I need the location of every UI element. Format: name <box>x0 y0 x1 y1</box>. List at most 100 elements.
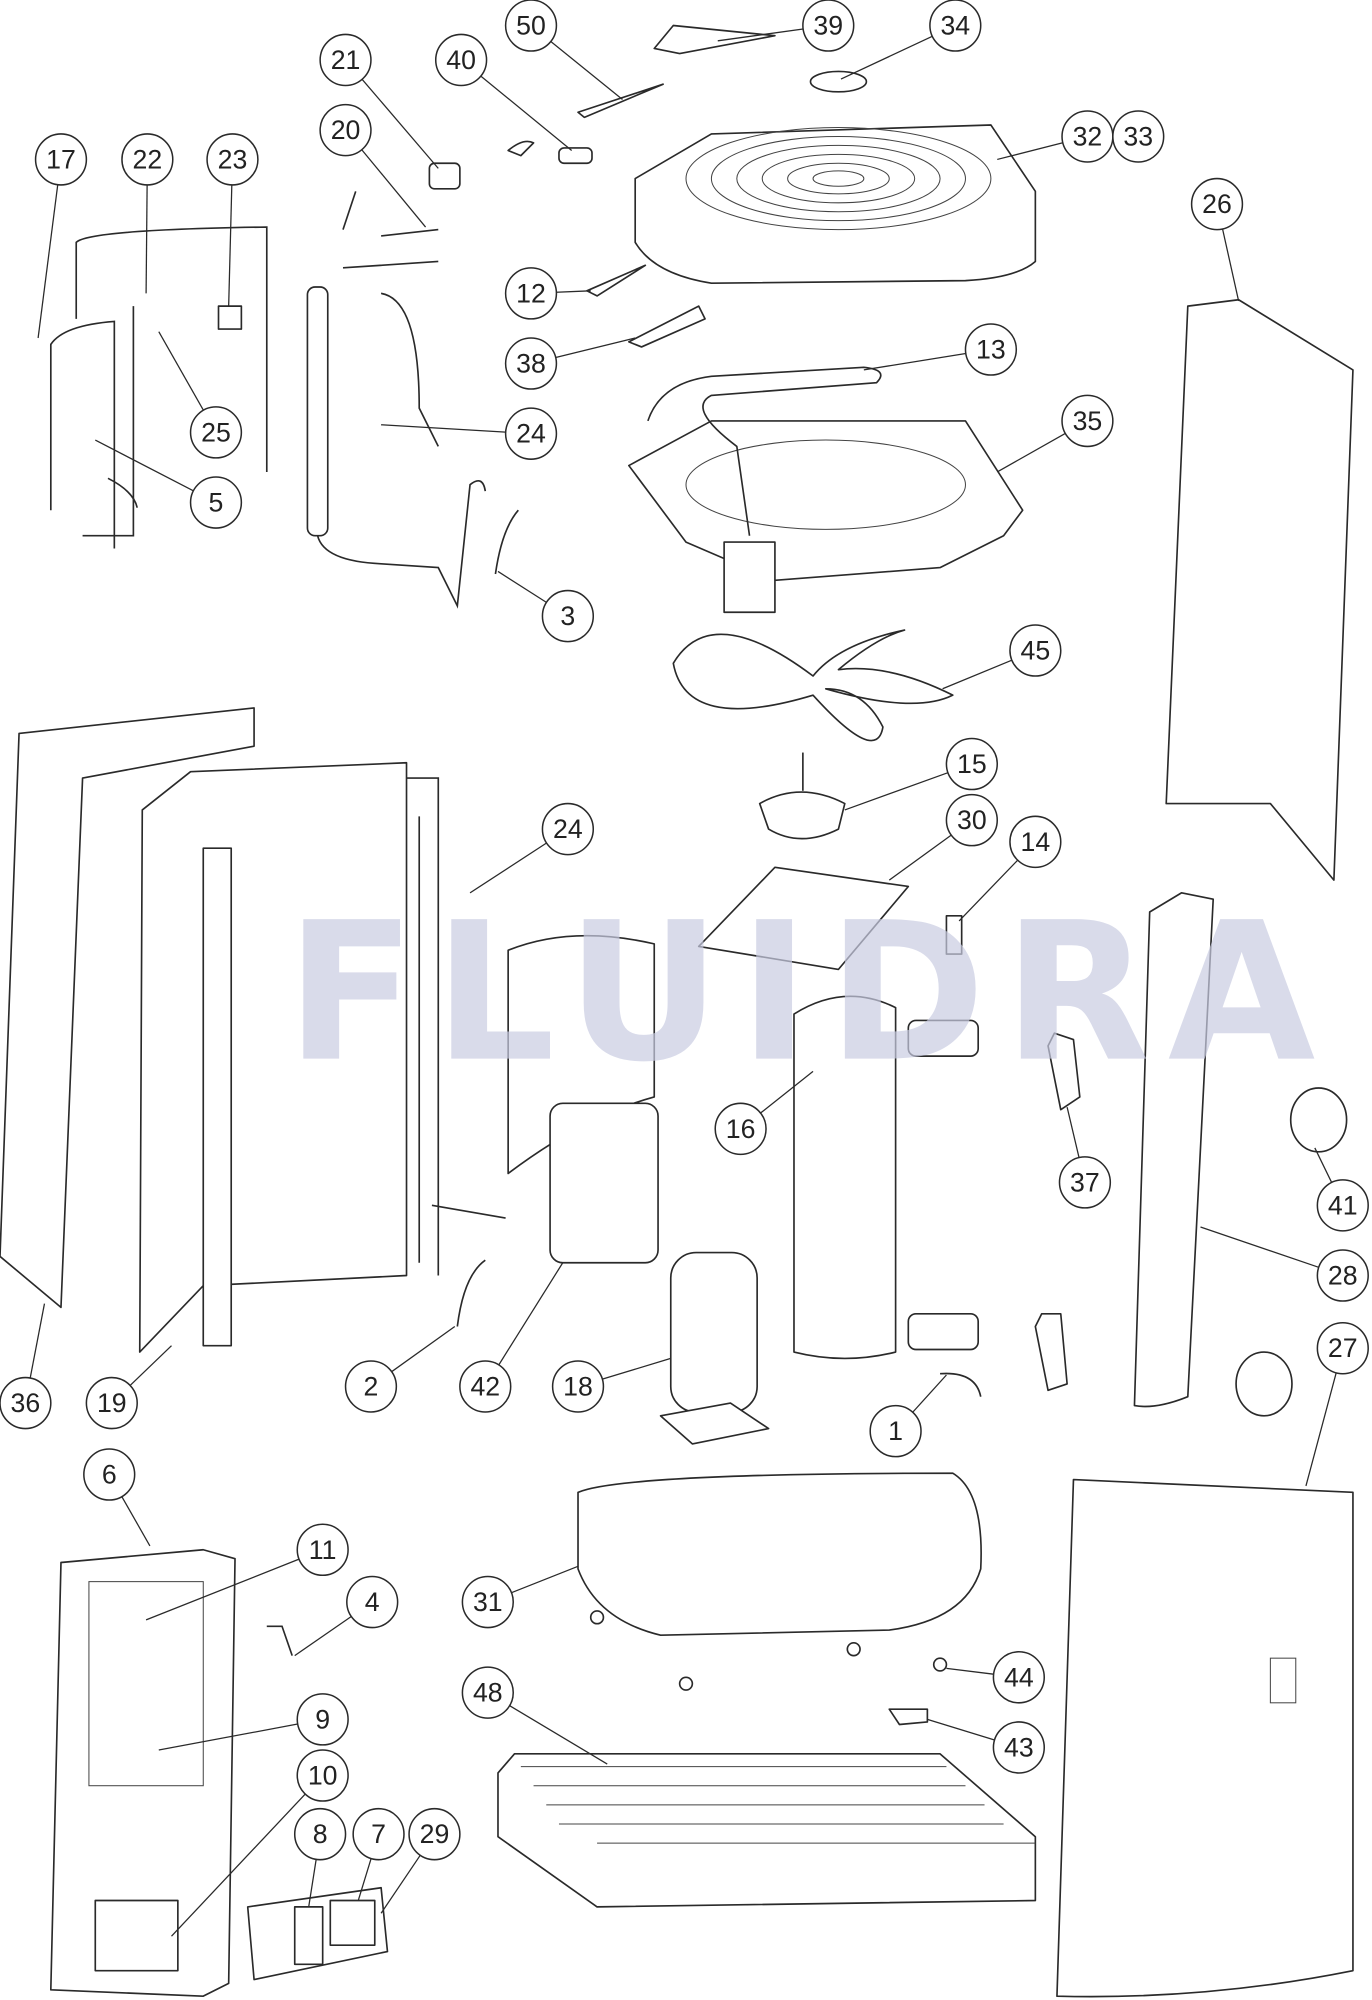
insulation-42 <box>549 1102 659 1264</box>
front-panel-27 <box>1056 1478 1354 1998</box>
callout-number: 20 <box>331 115 361 145</box>
callout-circle <box>504 0 558 52</box>
pcb-11 <box>88 1581 204 1787</box>
pipe-assembly-20 <box>316 293 487 609</box>
sensor-14 <box>945 914 963 955</box>
callout-41: 41 <box>1314 1147 1369 1232</box>
callout-circle <box>802 0 855 52</box>
pallet-48 <box>497 1752 1037 1908</box>
callout-number: 19 <box>97 1388 127 1418</box>
callout-48: 48 <box>461 1666 608 1765</box>
callout-number: 35 <box>1073 406 1103 436</box>
callout-circle <box>83 1448 136 1501</box>
callout-number: 13 <box>976 334 1006 364</box>
leader-line <box>511 1565 579 1594</box>
clip-40 <box>558 147 593 165</box>
leader-line <box>602 1357 671 1380</box>
callout-4: 4 <box>294 1575 399 1657</box>
callout-number: 34 <box>940 10 970 40</box>
callout-23: 23 <box>206 133 259 307</box>
leader-line <box>94 439 194 492</box>
leader-line <box>294 1615 352 1657</box>
callout-28: 28 <box>1200 1226 1369 1302</box>
leader-line <box>942 659 1013 690</box>
callout-24: 24 <box>381 407 558 460</box>
receiver <box>306 286 329 537</box>
callout-number: 42 <box>470 1371 500 1401</box>
gasket-37b <box>1034 1312 1068 1392</box>
callout-circle <box>1058 1156 1112 1209</box>
callout-circle <box>1061 394 1114 448</box>
callout-16: 16 <box>714 1070 814 1156</box>
callout-6: 6 <box>83 1448 151 1547</box>
coil-pipes <box>406 777 440 1276</box>
leader-line <box>840 35 933 80</box>
leader-line <box>357 1858 372 1901</box>
callout-1: 1 <box>869 1374 947 1458</box>
callout-number: 17 <box>46 144 76 174</box>
sensor-wire-2 <box>456 1259 486 1327</box>
union-41 <box>1289 1087 1348 1153</box>
callout-43: 43 <box>927 1718 1046 1774</box>
drain-43 <box>888 1708 929 1726</box>
callout-37: 37 <box>1058 1106 1112 1209</box>
rear-panel-26 <box>1165 298 1354 881</box>
callout-circle <box>189 476 243 529</box>
callout-26: 26 <box>1190 177 1244 302</box>
callout-circle <box>1009 815 1062 869</box>
leader-line <box>844 772 949 811</box>
callout-circle <box>296 1693 349 1746</box>
callout-2: 2 <box>344 1326 456 1413</box>
callout-circle <box>461 1666 514 1719</box>
fan-blade-45 <box>672 629 954 742</box>
callout-circle <box>551 1360 605 1413</box>
callout-7: 7 <box>352 1807 405 1901</box>
callout-32: 32 <box>997 110 1114 163</box>
leader-line <box>158 1723 298 1751</box>
leader-line <box>158 331 204 411</box>
callout-circle <box>964 323 1018 376</box>
callout-number: 27 <box>1328 1333 1358 1363</box>
callout-number: 8 <box>313 1819 328 1849</box>
callout-circle <box>929 0 982 52</box>
callout-3: 3 <box>497 570 595 643</box>
clip-12 <box>586 264 647 297</box>
terminal-block-8 <box>293 1906 324 1966</box>
grille-spiral <box>685 127 992 231</box>
callout-12: 12 <box>504 267 591 320</box>
callout-circle <box>34 133 88 186</box>
callout-13: 13 <box>863 323 1018 376</box>
callout-number: 48 <box>473 1678 503 1708</box>
callout-number: 43 <box>1004 1732 1034 1762</box>
callout-number: 44 <box>1004 1662 1034 1692</box>
bracket-38 <box>628 305 706 348</box>
callout-38: 38 <box>504 337 636 390</box>
sensor-wire-3 <box>494 509 519 575</box>
callout-circle <box>945 737 999 791</box>
callout-21: 21 <box>319 33 439 169</box>
callout-35: 35 <box>996 394 1114 473</box>
base-tray-31 <box>577 1472 982 1637</box>
callout-50: 50 <box>504 0 623 100</box>
sensor-wire-4 <box>266 1625 293 1656</box>
cap-34 <box>809 70 868 93</box>
callout-number: 26 <box>1202 189 1232 219</box>
callout-number: 23 <box>218 144 248 174</box>
callout-circle <box>1009 624 1062 677</box>
callout-circle <box>293 1807 347 1861</box>
side-panel-28 <box>1133 892 1215 1408</box>
leader-line <box>997 142 1063 161</box>
leader-line <box>556 290 591 293</box>
callout-number: 12 <box>516 278 546 308</box>
bracket-40b <box>507 140 535 157</box>
leader-line <box>228 184 233 307</box>
callout-number: 10 <box>308 1760 338 1790</box>
clip-50 <box>577 83 664 119</box>
callout-circle <box>206 133 259 186</box>
leader-line <box>888 834 952 881</box>
leader-line <box>171 1793 306 1937</box>
leader-line <box>37 184 59 339</box>
callout-circle <box>504 337 558 390</box>
callout-34: 34 <box>840 0 982 80</box>
callout-number: 31 <box>473 1587 503 1617</box>
